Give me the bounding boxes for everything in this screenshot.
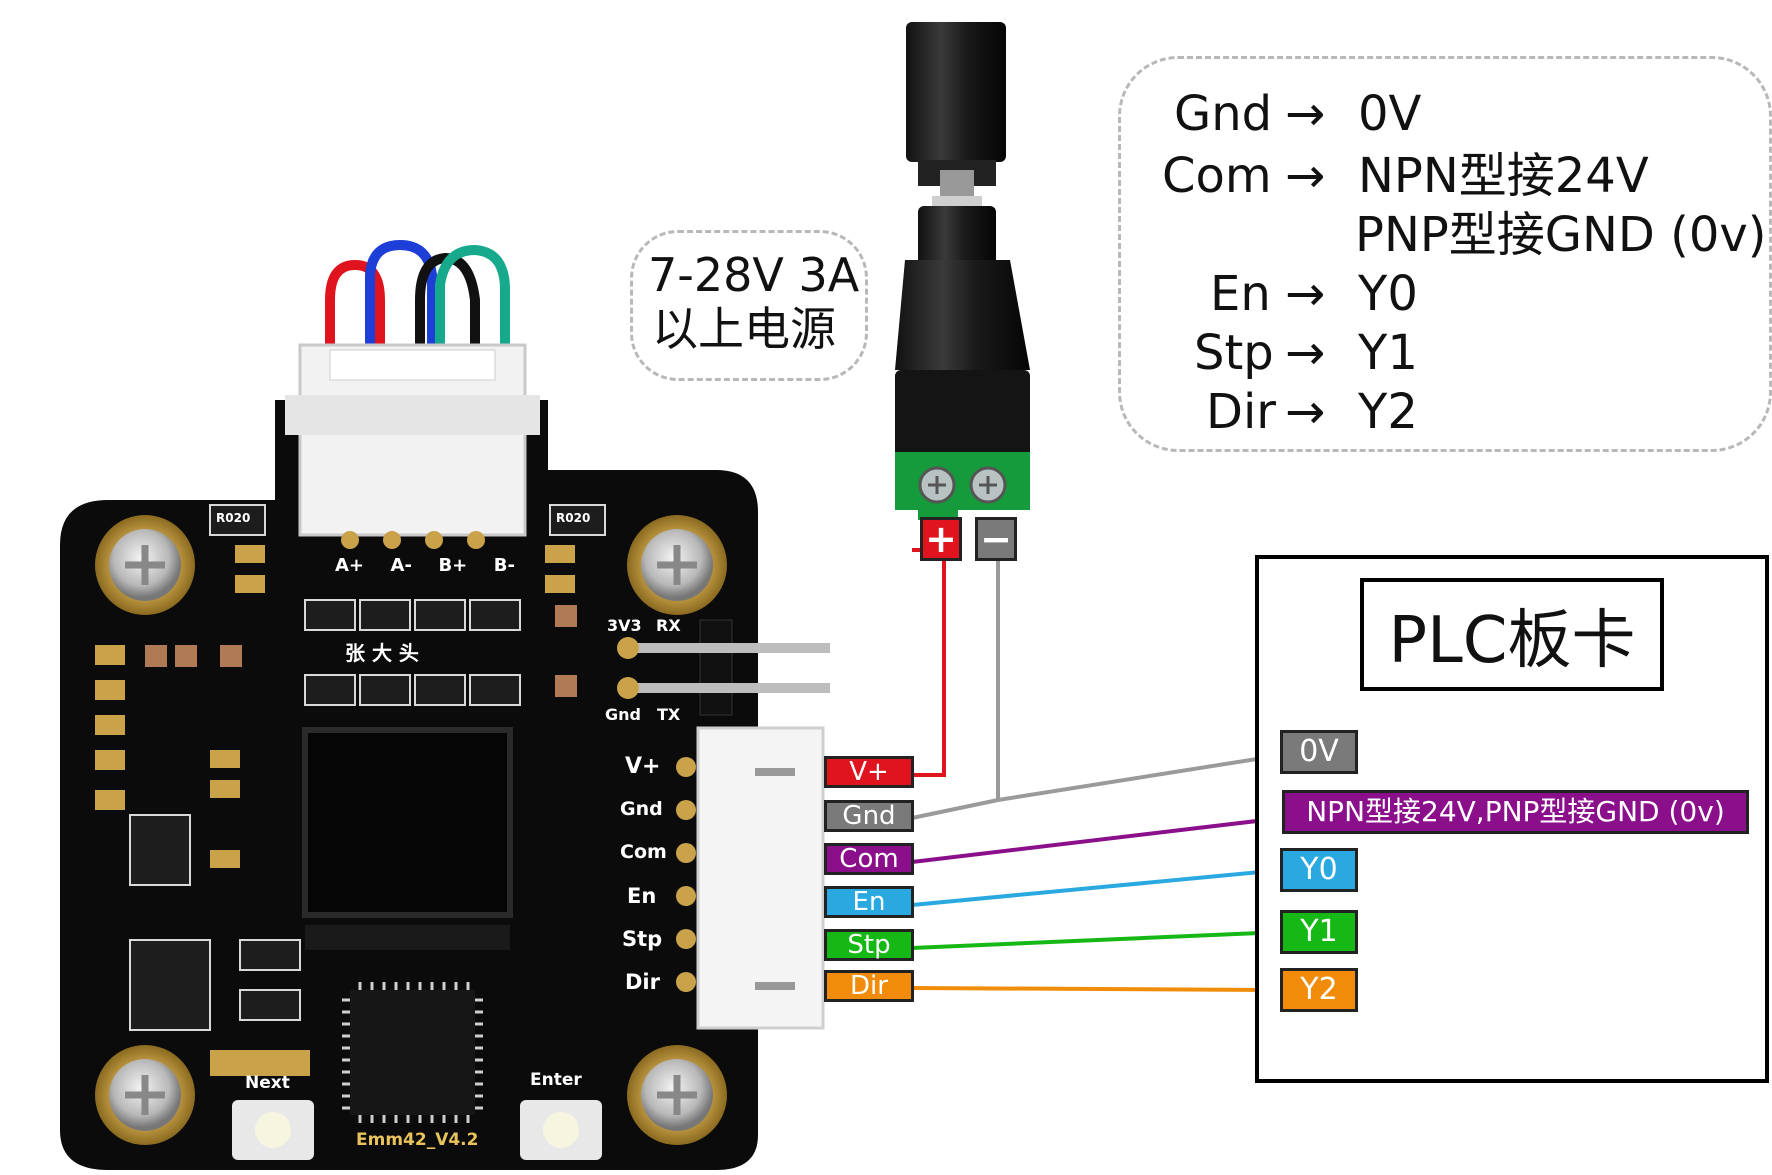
mapping-value: NPN型接24V [1358,148,1649,204]
mapping-key: Com [1162,148,1272,204]
wire-com [911,816,1283,864]
mapping-value: Y1 [1358,325,1418,381]
resistor-label-right: R020 [556,511,591,525]
plc-terminal-y0: Y0 [1280,848,1358,892]
signal-wires [911,548,1283,992]
mapping-value: Y0 [1358,266,1418,322]
mapping-note [1118,56,1772,452]
wire-stp [911,930,1283,950]
motor-pin-label: A+ [335,555,365,576]
power-note [630,230,868,381]
resistor-label-left: R020 [216,511,251,525]
mapping-value: Y2 [1358,384,1418,440]
header-label-en: En [627,884,657,908]
mapping-arrow: → [1285,86,1326,142]
board-chip-text: 张 大 头 [345,641,419,665]
mapping-value: 0V [1358,86,1422,142]
driver-tag-gnd: Gnd [824,800,914,832]
wire-gnd [911,753,1283,820]
mapping-key: Dir [1206,384,1277,440]
mapping-arrow: → [1285,266,1326,322]
motor-pin-label: B- [493,555,515,576]
mapping-value: PNP型接GND (0v) [1355,207,1767,263]
header-label-com: Com [620,841,667,863]
power-note-line1: 7-28V 3A [648,248,860,302]
header-label-vplus: V+ [625,754,661,779]
plc-terminal-0v: 0V [1280,730,1358,774]
button-label-next: Next [245,1073,290,1093]
uart-label-tx: TX [657,705,681,724]
power-plus-terminal: + [920,517,962,561]
plc-title: PLC板卡 [1360,578,1664,691]
button-label-enter: Enter [530,1070,582,1090]
motor-pin-label: B+ [438,555,468,576]
board-model-label: Emm42_V4.2 [356,1130,479,1150]
driver-tag-vplus: V+ [824,756,914,788]
dc-power-connector [895,22,1030,510]
motor-wires [325,239,510,370]
mapping-arrow: → [1285,325,1326,381]
plc-terminal-com: NPN型接24V,PNP型接GND (0v) [1282,790,1749,834]
wire-vplus [912,548,946,777]
driver-tag-dir: Dir [824,970,914,1002]
power-note-line2: 以上电源 [652,302,836,356]
wire-en [911,868,1283,907]
header-label-gnd: Gnd [620,798,663,820]
mapping-key: En [1210,266,1271,322]
driver-tag-stp: Stp [824,929,914,961]
plc-terminal-y1: Y1 [1280,910,1358,954]
mapping-arrow: → [1285,384,1326,440]
power-minus-terminal: − [975,517,1017,561]
motor-pin-label: A- [390,555,412,576]
wire-dir [911,986,1283,992]
driver-board [60,343,958,1170]
header-label-dir: Dir [625,970,660,994]
driver-tag-com: Com [824,843,914,875]
mapping-arrow: → [1285,148,1326,204]
mapping-key: Stp [1194,325,1274,381]
header-label-stp: Stp [622,927,663,951]
mapping-key: Gnd [1174,86,1273,142]
uart-label-3v3: 3V3 [607,616,642,635]
board-motor-pin-labels: A+ A- B+ B- [335,557,515,575]
uart-label-rx: RX [656,616,681,635]
driver-tag-en: En [824,886,914,918]
uart-label-gnd: Gnd [605,705,641,724]
plc-terminal-y2: Y2 [1280,968,1358,1012]
